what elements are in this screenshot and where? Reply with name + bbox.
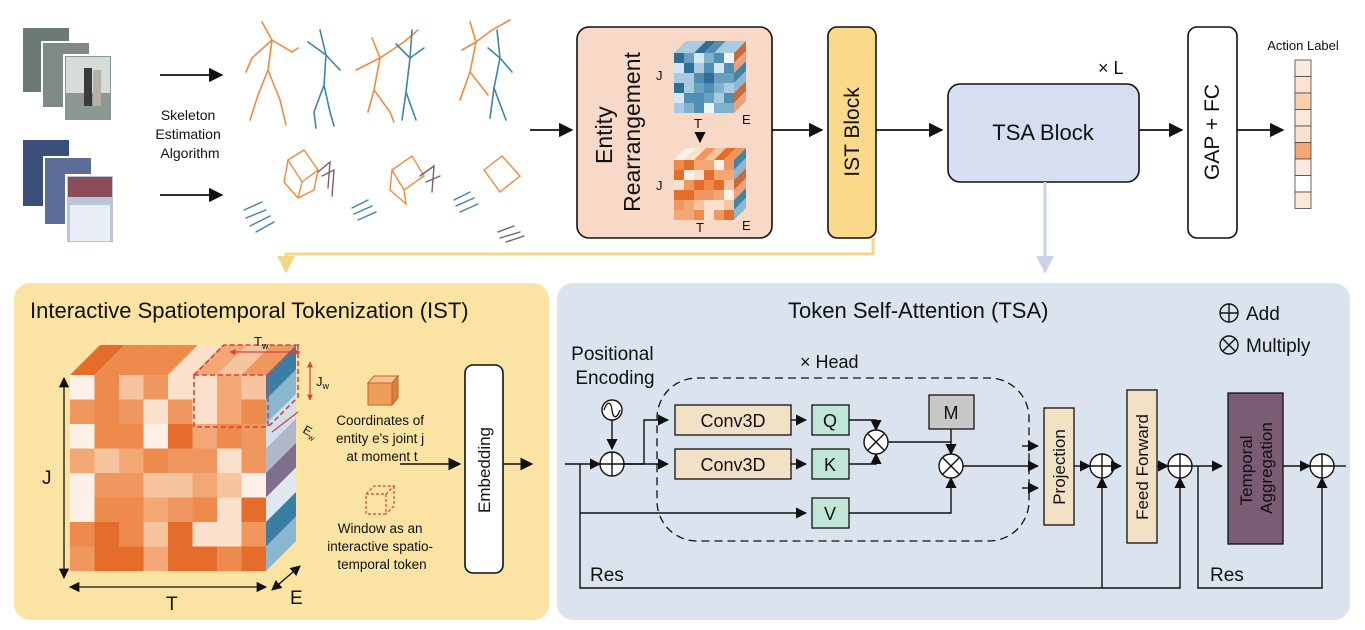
ist-block [827, 26, 877, 239]
orange-entity-cube [674, 148, 746, 220]
v-label: V [824, 504, 836, 524]
ist-block-label: IST Block [841, 87, 864, 177]
input-video-frames-hands [21, 138, 115, 244]
conv3d-k-label: Conv3D [700, 455, 765, 475]
q-label: Q [823, 411, 837, 431]
input-video-frames-people [21, 26, 113, 122]
window-ew-dimension [271, 411, 299, 433]
q-block [811, 404, 850, 436]
ist-token-cube [70, 344, 300, 571]
residual-add-icon-3 [1309, 453, 1335, 479]
tsa-block-label: TSA Block [992, 120, 1094, 145]
embedding-label: Embedding [475, 427, 494, 513]
feed-forward-label: Feed Forward [1133, 414, 1152, 520]
k-label: K [824, 455, 836, 475]
rearrangement-axis-t-bottom: T [696, 220, 704, 235]
rearrangement-axis-e-bottom: E [742, 218, 751, 233]
m-label: M [944, 403, 959, 423]
m-block [928, 394, 975, 430]
rearrangement-axis-j-top: J [656, 68, 663, 83]
ist-panel-title: Interactive Spatiotemporal Tokenization … [30, 298, 469, 323]
projection-block [1043, 407, 1075, 526]
ist-axis-e: E [290, 588, 303, 609]
conv3d-k-block [674, 448, 792, 480]
embedding-block [464, 364, 504, 574]
legend-joint-text: Coordinates of entity e's joint j at mom… [336, 413, 428, 464]
residual-add-icon-1 [1089, 453, 1115, 479]
action-label-title: Action Label [1267, 38, 1339, 53]
k-to-multiply [849, 452, 882, 465]
times-l-label: × L [1098, 58, 1124, 78]
window-jw-label: Jw [316, 374, 330, 391]
qk-multiply-icon [863, 429, 889, 455]
positional-encoding-label: Positional Encoding [571, 344, 659, 389]
entity-rearrangement-label: Entity Rearrangement [591, 51, 645, 211]
rearrangement-axis-t-top: T [694, 116, 702, 131]
rearrangement-axis-j-bottom: J [656, 178, 663, 193]
hand-object-skeletons [243, 149, 525, 243]
res-label-right: Res [1210, 565, 1244, 586]
head-label: × Head [800, 352, 859, 372]
residual-add-icon-2 [1167, 453, 1193, 479]
residual-line-2 [1102, 476, 1186, 589]
sine-wave-icon [601, 399, 623, 421]
skeleton-estimation-label: Skeleton Estimation Algorithm [155, 107, 224, 161]
body-skeletons [245, 19, 513, 129]
ist-block-expand-connector [277, 238, 875, 274]
residual-line-1 [579, 476, 1108, 589]
multiply-legend-icon [1219, 335, 1239, 355]
ist-axis-j: J [42, 468, 52, 489]
window-tw-label: Tw [254, 334, 269, 351]
attention-multiply-icon [938, 453, 964, 479]
add-legend-text: Add [1246, 304, 1280, 325]
gap-fc-block [1187, 26, 1238, 239]
v-to-multiply [849, 476, 957, 514]
temporal-aggregation-block [1227, 392, 1284, 545]
multiply-legend-text: Multiply [1246, 336, 1311, 357]
conv3d-q-label: Conv3D [700, 411, 765, 431]
projection-label: Projection [1050, 429, 1069, 505]
single-joint-cube-icon [366, 374, 400, 407]
residual-line-3 [1197, 466, 1328, 589]
gap-fc-label: GAP + FC [1201, 84, 1224, 180]
pe-add-icon [599, 451, 625, 477]
ist-axis-t: T [166, 594, 178, 615]
multiply-legend: Multiply [1219, 335, 1311, 357]
tsa-panel-title: Token Self-Attention (TSA) [788, 298, 1048, 323]
rearrangement-axis-e-top: E [742, 112, 751, 127]
feed-forward-block [1126, 389, 1158, 544]
res-label-left: Res [590, 565, 624, 586]
attention-head-region [656, 377, 1030, 542]
q-to-multiply [849, 419, 882, 432]
v-block [811, 497, 850, 529]
temporal-aggregation-label: Temporal Aggregation [1237, 422, 1276, 514]
action-label-vector [1294, 59, 1312, 209]
token-window-icon [365, 485, 396, 515]
blue-entity-cube [674, 41, 746, 113]
add-legend: Add [1219, 303, 1280, 325]
legend-window-text: Window as an interactive spatio- tempora… [327, 521, 437, 572]
ist-e-dimension [271, 565, 301, 591]
